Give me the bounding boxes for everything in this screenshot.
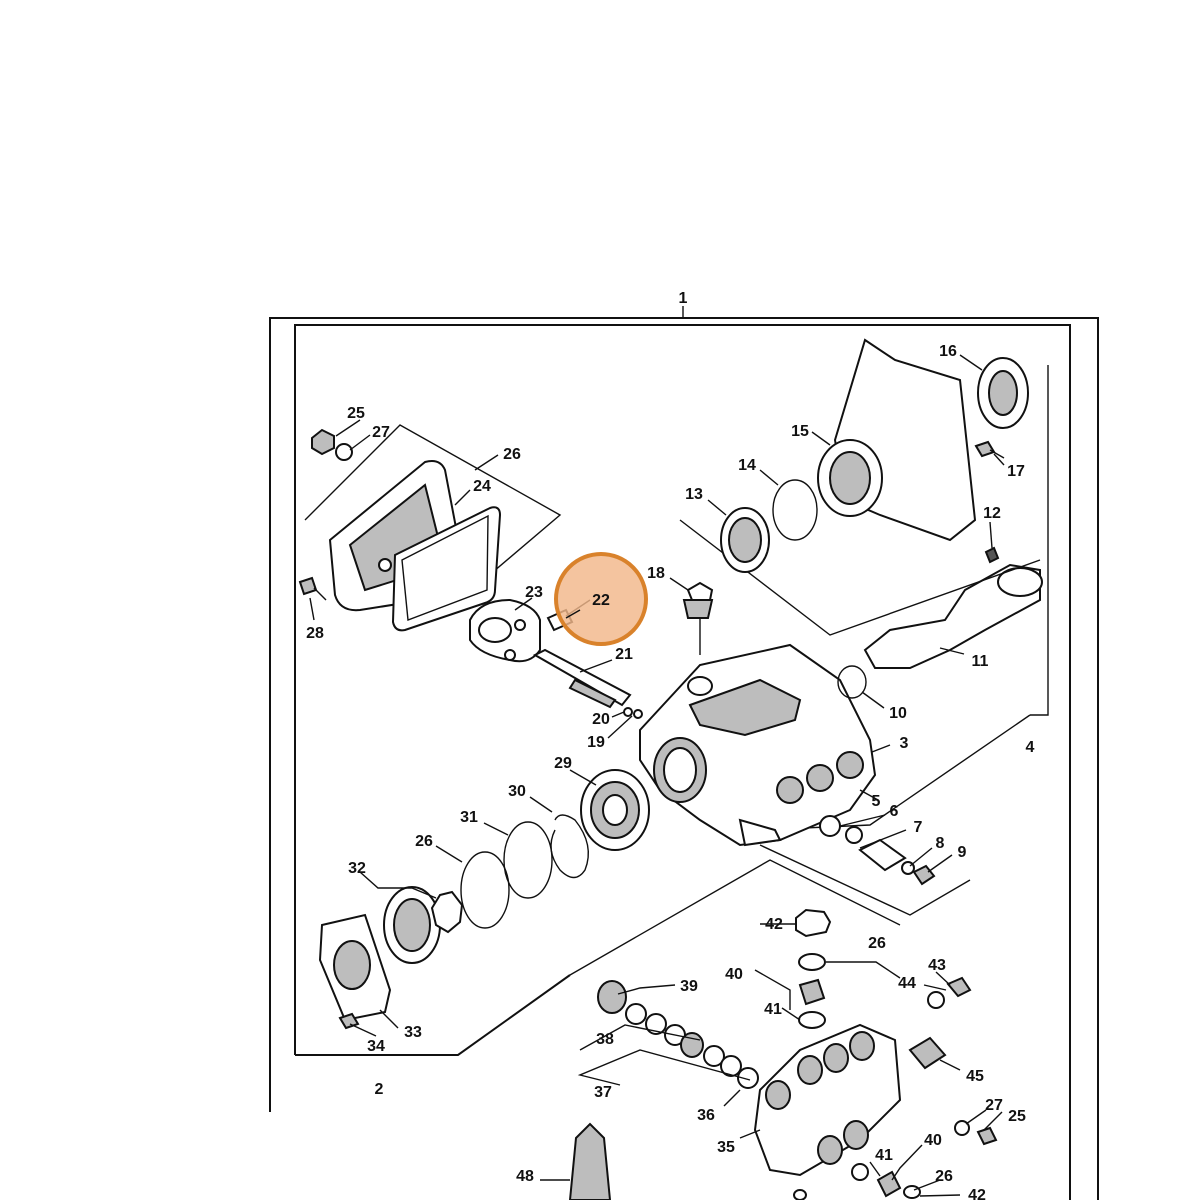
bracket-5-9	[759, 844, 971, 916]
bearing-29	[580, 769, 650, 851]
connecting-rod	[469, 598, 541, 663]
callout-26-cover: 26	[503, 446, 521, 463]
callout-12: 12	[983, 505, 1001, 522]
callout-5: 5	[872, 793, 881, 810]
screw-34	[338, 1012, 360, 1030]
callout-44: 44	[898, 975, 916, 992]
callout-27-top: 27	[372, 424, 390, 441]
callout-3: 3	[900, 735, 909, 752]
callout-2: 2	[375, 1081, 384, 1098]
callout-29: 29	[554, 755, 572, 772]
callout-41-bottom: 41	[875, 1147, 893, 1164]
callout-37: 37	[594, 1084, 612, 1101]
callout-7: 7	[914, 819, 923, 836]
drain-plug	[311, 428, 353, 461]
callout-23: 23	[525, 584, 543, 601]
seal-32	[383, 886, 441, 964]
oring-41	[798, 1011, 826, 1029]
cover-gasket	[391, 506, 502, 632]
valve-40	[798, 978, 826, 1006]
key-12	[984, 546, 1000, 564]
shaft-seal-16	[977, 357, 1029, 429]
plug-43	[927, 976, 972, 1009]
callout-18: 18	[647, 565, 665, 582]
callout-10: 10	[889, 705, 907, 722]
callout-36: 36	[697, 1107, 715, 1124]
callout-39: 39	[680, 978, 698, 995]
callout-41-top: 41	[764, 1001, 782, 1018]
callout-14: 14	[738, 457, 756, 474]
manifold-head	[753, 1023, 902, 1177]
callout-28: 28	[306, 625, 324, 642]
callout-40-bottom: 40	[924, 1132, 942, 1149]
needle-bearing-13	[720, 507, 770, 573]
callout-17: 17	[1007, 463, 1025, 480]
plug-25-27b	[954, 1120, 998, 1146]
callout-8: 8	[936, 835, 945, 852]
callout-1: 1	[679, 290, 688, 307]
callout-4: 4	[1026, 739, 1035, 756]
callout-33: 33	[404, 1024, 422, 1041]
snap-ring-10	[837, 665, 867, 699]
screw-17	[974, 440, 1005, 459]
cover-screw	[298, 576, 327, 601]
callout-27-bottom: 27	[985, 1097, 1003, 1114]
callout-34: 34	[367, 1038, 385, 1055]
callout-labels: 1 2 3 4 5 6 7 8 9 10 11 12 13 14 15 16 1…	[306, 290, 1034, 1200]
plunger-washers	[623, 707, 643, 719]
assembly-frame-1	[269, 306, 1099, 1200]
leader-22	[565, 609, 581, 619]
callout-45: 45	[966, 1068, 984, 1085]
callout-9: 9	[958, 844, 967, 861]
washer-star	[430, 890, 464, 934]
oring-44	[798, 953, 826, 971]
oring-14	[772, 479, 818, 541]
plunger-guide	[532, 648, 632, 709]
callout-24: 24	[473, 478, 491, 495]
callout-16: 16	[939, 343, 957, 360]
oring-31	[503, 821, 553, 899]
callout-15: 15	[791, 423, 809, 440]
callout-21: 21	[615, 646, 633, 663]
oring-26	[460, 851, 510, 929]
callout-11: 11	[972, 653, 989, 670]
callout-35: 35	[717, 1139, 735, 1156]
valve-bottom	[793, 1163, 921, 1200]
circlip-30	[550, 814, 589, 879]
cover-bracket	[304, 424, 562, 601]
fitting-45	[908, 1036, 947, 1070]
callout-20: 20	[592, 711, 610, 728]
callout-40-top: 40	[725, 966, 743, 983]
unloader-48	[568, 1122, 612, 1200]
assembly-frame-2	[294, 324, 1071, 1200]
flange-15	[817, 338, 977, 542]
crankshaft	[863, 563, 1043, 669]
valve-plug-42	[795, 908, 832, 938]
crankcase	[639, 643, 877, 847]
callout-32: 32	[348, 860, 366, 877]
callout-19: 19	[587, 734, 605, 751]
callout-30: 30	[508, 783, 526, 800]
callout-25-bottom: 25	[1008, 1108, 1026, 1125]
callout-6: 6	[890, 803, 899, 820]
highlight-circle	[554, 552, 648, 646]
callout-38: 38	[596, 1031, 614, 1048]
bearing-cover-33	[318, 913, 392, 1022]
bracket-manifold	[569, 859, 901, 976]
callout-26-bearing: 26	[415, 833, 433, 850]
oil-dipstick-18	[682, 581, 714, 655]
callout-42-bottom: 42	[968, 1187, 986, 1200]
callout-42-top: 42	[765, 916, 783, 933]
callout-26-manifold: 26	[868, 935, 886, 952]
callout-22: 22	[592, 592, 610, 609]
callout-43: 43	[928, 957, 946, 974]
callout-31: 31	[460, 809, 478, 826]
callout-25-top: 25	[347, 405, 365, 422]
callout-13: 13	[685, 486, 703, 503]
callout-26-bottom: 26	[935, 1168, 953, 1185]
seal-pack	[597, 980, 759, 1089]
callout-48: 48	[516, 1168, 534, 1185]
